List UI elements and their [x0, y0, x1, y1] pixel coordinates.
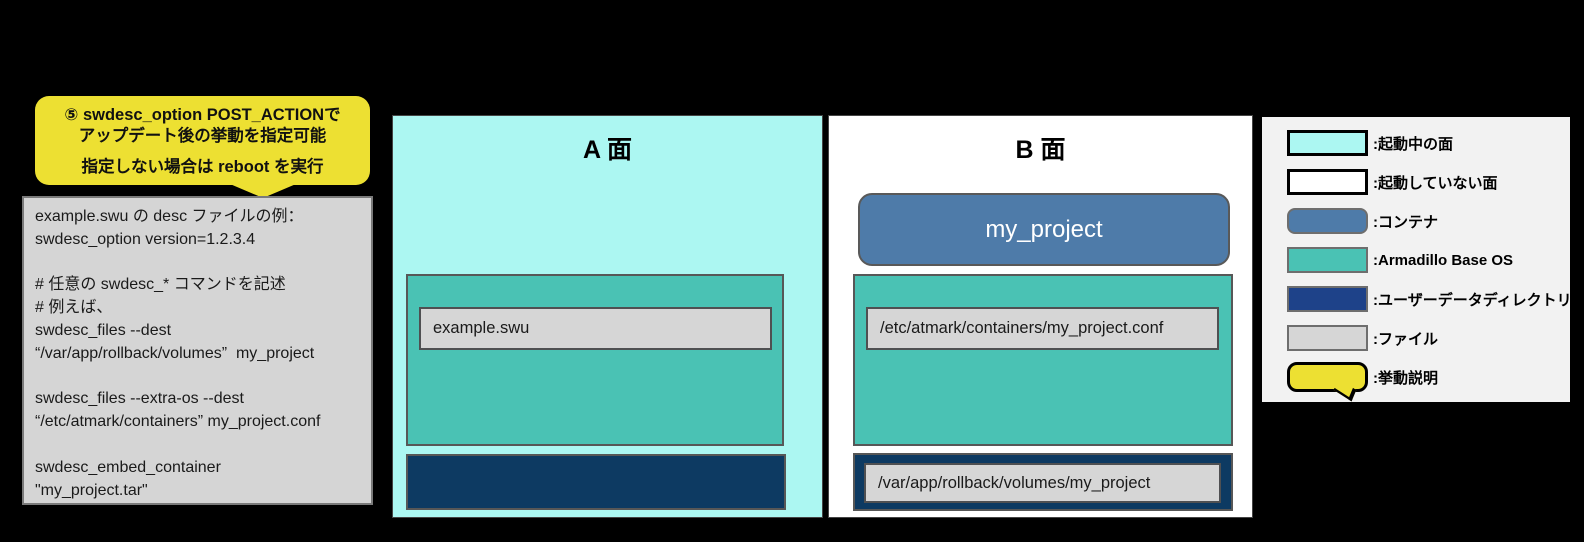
- legend-label: :Armadillo Base OS: [1373, 251, 1514, 269]
- code-line: “/etc/atmark/containers” my_project.conf: [35, 413, 321, 431]
- file-box-example-swu: example.swu: [419, 307, 772, 350]
- file-box-volumes: /var/app/rollback/volumes/my_project: [864, 463, 1221, 503]
- side-b-title: B 面: [1015, 136, 1066, 164]
- code-line: swdesc_embed_container: [35, 458, 221, 476]
- base-os-box-b: /etc/atmark/containers/my_project.conf: [853, 274, 1233, 446]
- legend-label: :起動していない面: [1373, 174, 1498, 192]
- legend-row: :挙動説明: [1287, 362, 1570, 402]
- legend-row: :起動していない面: [1287, 168, 1570, 196]
- legend-label: :ユーザーデータディレクトリ: [1373, 291, 1572, 309]
- behavior-callout: ⑤ swdesc_option POST_ACTIONで アップデート後の挙動を…: [35, 96, 370, 198]
- legend-row: :ユーザーデータディレクトリ: [1287, 285, 1572, 313]
- legend-row: :ファイル: [1287, 324, 1570, 352]
- code-line: # 例えば、: [35, 299, 113, 317]
- base-os-swatch: [1287, 247, 1368, 273]
- side-b-panel: B 面 my_project /etc/atmark/containers/my…: [828, 115, 1253, 518]
- user-data-box-a: [406, 454, 786, 510]
- base-os-box-a: example.swu: [406, 274, 784, 446]
- user-data-swatch: [1287, 286, 1368, 312]
- code-line: swdesc_files --dest: [35, 321, 172, 339]
- container-box-my-project: my_project: [858, 193, 1230, 266]
- code-line: # 任意の swdesc_* コマンドを記述: [35, 276, 286, 294]
- file-swatch: [1287, 325, 1368, 351]
- code-line: [35, 434, 371, 457]
- code-line: “/var/app/rollback/volumes” my_project: [35, 344, 315, 362]
- legend-panel: :起動中の面 :起動していない面 :コンテナ :Armadillo Base O…: [1262, 117, 1572, 402]
- legend-label: :挙動説明: [1373, 369, 1438, 387]
- legend-row: :Armadillo Base OS: [1287, 246, 1570, 274]
- desc-code-box: example.swu の desc ファイルの例： swdesc_option…: [22, 196, 373, 505]
- side-a-title: A 面: [582, 136, 633, 164]
- code-line: [35, 366, 371, 389]
- callout-line: 指定しない場合は reboot を実行: [81, 158, 324, 176]
- behavior-swatch: [1287, 362, 1368, 402]
- code-line: [35, 252, 371, 275]
- legend-label: :ファイル: [1373, 330, 1438, 348]
- code-line: example.swu の desc ファイルの例：: [35, 208, 304, 225]
- user-data-box-b: /var/app/rollback/volumes/my_project: [853, 453, 1233, 511]
- inactive-side-swatch: [1287, 169, 1368, 195]
- callout-line: アップデート後の挙動を指定可能: [78, 127, 327, 145]
- legend-label: :起動中の面: [1373, 135, 1453, 153]
- container-swatch: [1287, 208, 1368, 234]
- legend-label: :コンテナ: [1373, 213, 1438, 231]
- code-line: swdesc_option version=1.2.3.4: [35, 230, 256, 248]
- bubble-tail-icon: [1333, 378, 1357, 402]
- legend-row: :コンテナ: [1287, 207, 1570, 235]
- side-a-panel: A 面 example.swu: [392, 115, 823, 518]
- legend-row: :起動中の面: [1287, 129, 1570, 157]
- callout-line: ⑤ swdesc_option POST_ACTIONで: [64, 106, 341, 124]
- code-line: swdesc_files --extra-os --dest: [35, 390, 244, 408]
- file-box-conf: /etc/atmark/containers/my_project.conf: [866, 307, 1219, 350]
- code-line: "my_project.tar": [35, 481, 148, 499]
- active-side-swatch: [1287, 130, 1368, 156]
